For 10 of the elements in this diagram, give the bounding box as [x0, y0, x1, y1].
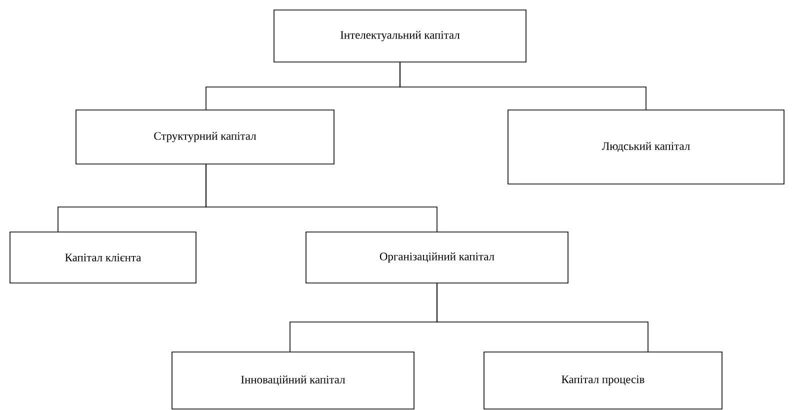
category-box: Капітал клієнта	[10, 232, 196, 284]
category-box: Людський капітал	[508, 110, 784, 184]
connector-line	[436, 283, 648, 352]
category-box: Структурний капітал	[76, 110, 334, 164]
category-box: Організаційний капітал	[306, 232, 568, 284]
connector-line	[206, 164, 438, 232]
connector-line	[400, 62, 646, 110]
category-box: Інноваційний капітал	[172, 352, 414, 410]
category-box: Інтелектуальний капітал	[274, 10, 526, 62]
category-box: Капітал процесів	[484, 352, 722, 410]
